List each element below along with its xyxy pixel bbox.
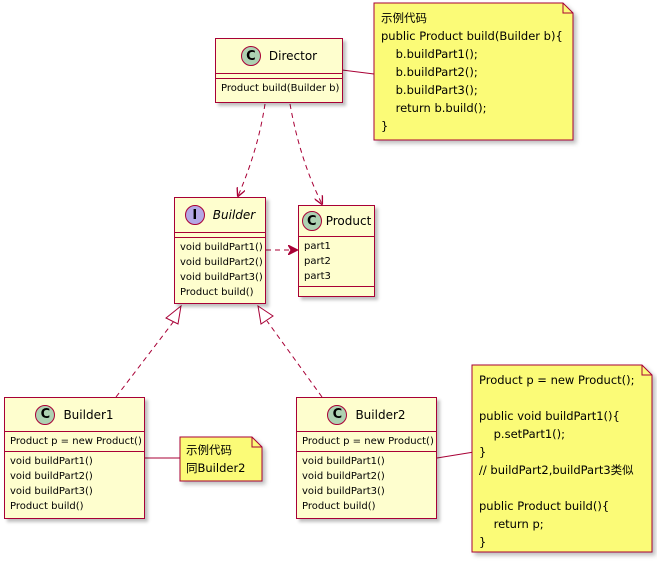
method-row: Product build(): [180, 287, 254, 298]
interface-builder-methods: void buildPart1() void buildPart2() void…: [175, 238, 265, 302]
note-line: Product p = new Product();: [479, 373, 635, 387]
method-row: Product build(): [302, 501, 376, 512]
method-row: void buildPart1(): [180, 242, 263, 253]
note-line: }: [479, 445, 487, 459]
class-icon: C: [301, 211, 322, 231]
class-product-header: C Product: [299, 206, 374, 237]
method-row: void buildPart2(): [180, 257, 263, 268]
edge-director-product: [289, 103, 322, 204]
note-line: public void buildPart1(){: [479, 409, 620, 423]
class-director-fields: [216, 74, 342, 79]
interface-builder-fields: [175, 233, 265, 238]
class-icon: C: [35, 404, 56, 425]
class-product-fields: part1 part2 part3: [299, 237, 374, 287]
realization-arrowhead-builder2: [257, 304, 274, 325]
class-builder2-methods: void buildPart1() void buildPart2() void…: [297, 452, 436, 516]
class-name-product: Product: [325, 214, 372, 228]
class-name-director: Director: [268, 49, 318, 63]
class-director-header: C Director: [216, 39, 342, 74]
note-line: b.buildPart3();: [381, 83, 478, 97]
class-builder2-header: C Builder2: [297, 398, 436, 432]
class-name-builder1: Builder1: [63, 407, 114, 422]
note-link-builder2: [436, 451, 475, 459]
interface-name-builder: Builder: [212, 208, 256, 222]
method-row: void buildPart3(): [10, 486, 93, 497]
note-line: }: [479, 535, 487, 549]
class-name-builder2: Builder2: [355, 407, 406, 422]
interface-builder-header: I Builder: [175, 198, 265, 233]
class-builder2-fields: Product p = new Product(): [297, 432, 436, 452]
note-line: 示例代码: [381, 11, 427, 25]
class-product-methods: [299, 287, 374, 293]
method-row: void buildPart3(): [180, 272, 263, 283]
class-product: C Product part1 part2 part3: [298, 205, 375, 297]
class-director-methods: Product build(Builder b): [216, 79, 342, 98]
note-line: public Product build(Builder b){: [381, 29, 563, 43]
interface-builder: I Builder void buildPart1() void buildPa…: [174, 197, 266, 304]
edge-director-builder: [238, 103, 266, 196]
note-line: 示例代码: [186, 443, 232, 457]
realization-arrowhead-builder1: [165, 304, 182, 325]
class-builder1-methods: void buildPart1() void buildPart2() void…: [5, 452, 144, 516]
field-row: Product p = new Product(): [10, 436, 142, 447]
class-builder1-fields: Product p = new Product(): [5, 432, 144, 452]
note-line: return p;: [479, 517, 544, 531]
class-director: C Director Product build(Builder b): [215, 38, 343, 103]
method-row: void buildPart3(): [302, 486, 385, 497]
note-link-director: [341, 69, 375, 75]
note-director-text: 示例代码 public Product build(Builder b){ b.…: [381, 9, 563, 135]
class-icon: C: [327, 404, 348, 425]
method-row: Product build(): [10, 501, 84, 512]
method-row: void buildPart2(): [10, 471, 93, 482]
interface-icon: I: [184, 205, 205, 225]
note-line: [479, 389, 635, 407]
note-line: 同Builder2: [186, 461, 246, 475]
note-line: public Product build(){: [479, 499, 610, 513]
class-icon: C: [240, 46, 261, 66]
note-line: b.buildPart1();: [381, 47, 478, 61]
note-builder2-text: Product p = new Product(); public void b…: [479, 371, 635, 551]
class-builder1: C Builder1 Product p = new Product() voi…: [4, 397, 145, 519]
edge-builder1-realizes-builder: [115, 320, 175, 398]
note-line: b.buildPart2();: [381, 65, 478, 79]
note-builder1: [179, 436, 263, 482]
method-row: Product build(Builder b): [221, 83, 340, 94]
note-line: // buildPart2,buildPart3类似: [479, 463, 634, 477]
method-row: void buildPart1(): [302, 456, 385, 467]
field-row: part3: [304, 271, 331, 282]
note-line: }: [381, 119, 389, 133]
edge-builder2-realizes-builder: [266, 320, 323, 398]
class-builder1-header: C Builder1: [5, 398, 144, 432]
note-line: p.setPart1();: [479, 427, 566, 441]
note-builder2: [471, 364, 653, 553]
note-builder1-text: 示例代码 同Builder2: [186, 441, 246, 477]
field-row: part2: [304, 256, 331, 267]
note-director: [373, 2, 574, 141]
class-builder2: C Builder2 Product p = new Product() voi…: [296, 397, 437, 519]
note-line: return b.build();: [381, 101, 487, 115]
method-row: void buildPart1(): [10, 456, 93, 467]
field-row: part1: [304, 241, 331, 252]
note-line: [479, 479, 635, 497]
method-row: void buildPart2(): [302, 471, 385, 482]
field-row: Product p = new Product(): [302, 436, 434, 447]
